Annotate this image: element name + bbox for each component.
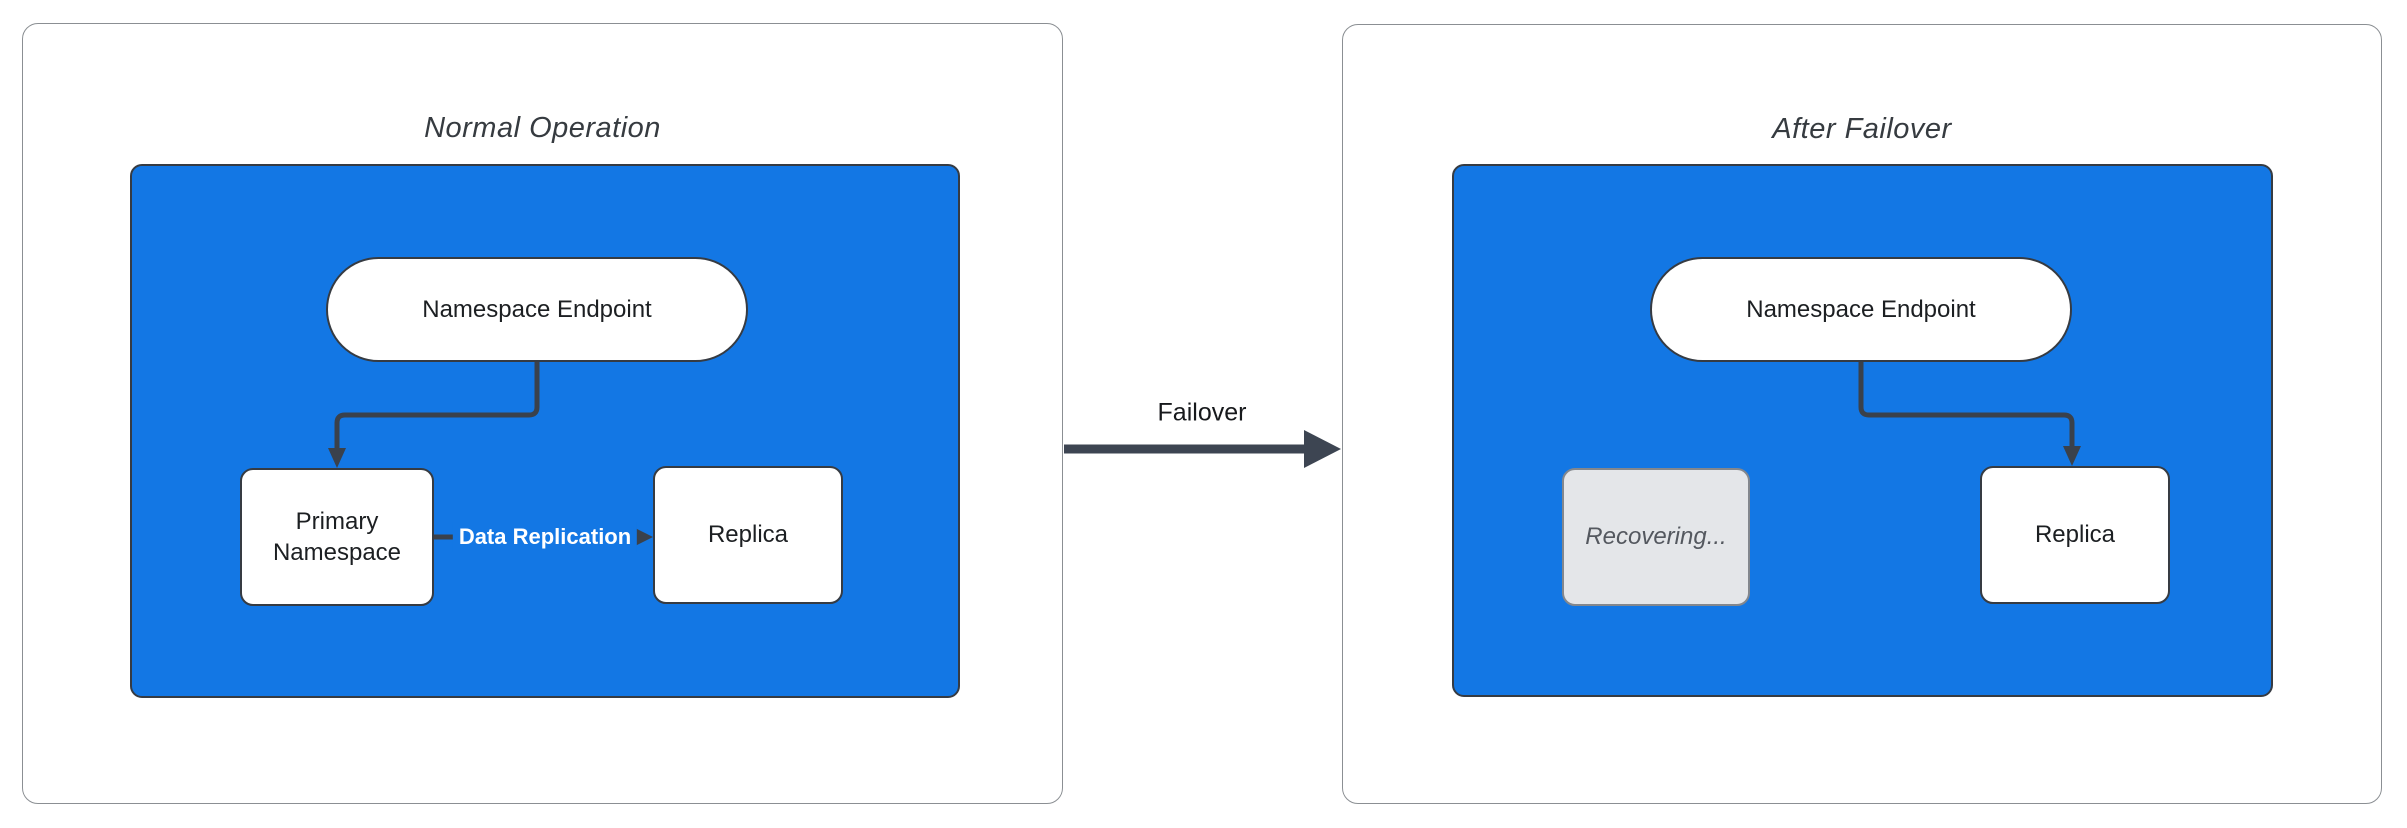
recovering-node: Recovering... (1562, 468, 1750, 606)
namespace-endpoint-label-right: Namespace Endpoint (1746, 295, 1976, 323)
replica-node-right: Replica (1980, 466, 2170, 604)
recovering-label: Recovering... (1585, 523, 1727, 551)
panel-title-normal-operation: Normal Operation (424, 112, 661, 144)
namespace-endpoint-label-left: Namespace Endpoint (422, 295, 652, 323)
data-replication-edge-label: Data Replication (452, 522, 638, 552)
replica-label-left: Replica (707, 521, 789, 549)
primary-namespace-node: Primary Namespace (240, 468, 434, 606)
namespace-endpoint-node-right: Namespace Endpoint (1650, 257, 2072, 362)
panel-title-after-failover: After Failover (1772, 113, 1952, 145)
failover-edge-label: Failover (1157, 398, 1247, 427)
namespace-endpoint-node-left: Namespace Endpoint (326, 257, 748, 362)
primary-namespace-label: Primary Namespace (272, 507, 402, 566)
replica-label-right: Replica (2034, 521, 2116, 549)
failover-arrow (1064, 430, 1341, 468)
after-failover-cluster (1452, 164, 2273, 697)
normal-operation-cluster (130, 164, 960, 698)
replica-node-left: Replica (653, 466, 843, 604)
